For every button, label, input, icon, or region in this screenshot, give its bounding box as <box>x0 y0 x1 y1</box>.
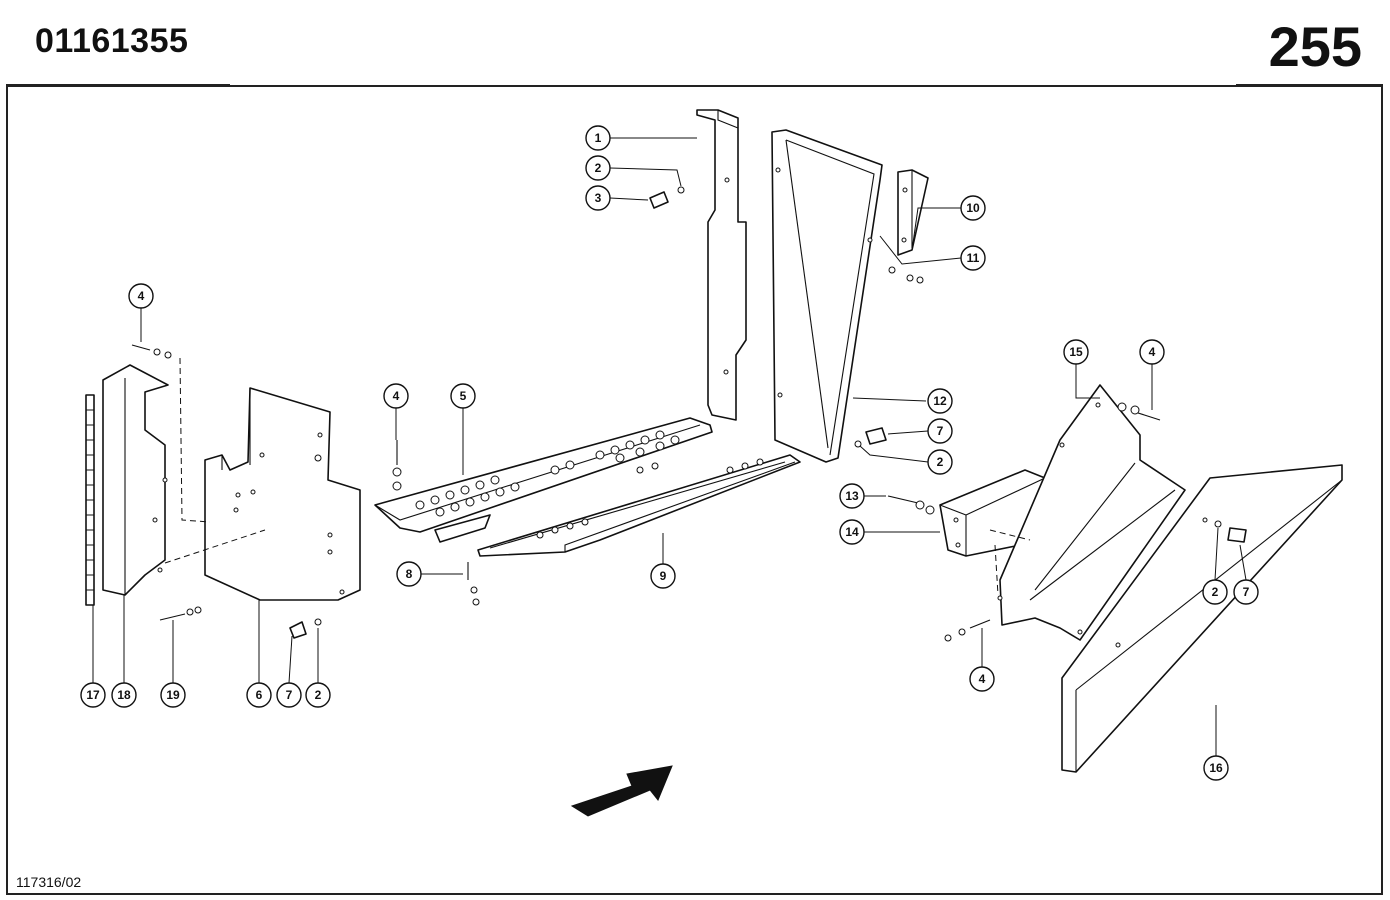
callout-7: 7 <box>927 418 953 444</box>
callout-14: 14 <box>839 519 865 545</box>
fasteners <box>131 186 1247 642</box>
callout-19: 19 <box>160 682 186 708</box>
svg-text:4: 4 <box>979 672 986 686</box>
plate-5-holes <box>415 430 680 517</box>
svg-text:4: 4 <box>1149 345 1156 359</box>
callout-11: 11 <box>960 245 986 271</box>
svg-text:13: 13 <box>845 489 859 503</box>
page-number: 255 <box>1268 15 1362 78</box>
svg-text:2: 2 <box>937 455 944 469</box>
part-1-upright-bracket <box>696 109 747 421</box>
callout-16: 16 <box>1203 755 1229 781</box>
svg-text:12: 12 <box>933 394 947 408</box>
part-17-edge-strip <box>85 394 95 606</box>
callout-7: 7 <box>1233 579 1259 605</box>
callout-6: 6 <box>246 682 272 708</box>
svg-text:19: 19 <box>166 688 180 702</box>
callouts: 1 2 3 10 11 4 4 5 12 7 2 15 4 13 14 8 9 … <box>80 125 1259 781</box>
callout-3: 3 <box>585 185 611 211</box>
svg-text:14: 14 <box>845 525 859 539</box>
svg-text:17: 17 <box>86 688 100 702</box>
callout-12: 12 <box>927 388 953 414</box>
svg-text:8: 8 <box>406 567 413 581</box>
svg-text:1: 1 <box>595 131 602 145</box>
callout-17: 17 <box>80 682 106 708</box>
callout-13: 13 <box>839 483 865 509</box>
callout-15: 15 <box>1063 339 1089 365</box>
svg-text:11: 11 <box>967 251 980 265</box>
part-12-side-panel <box>771 129 883 463</box>
callout-4: 4 <box>1139 339 1165 365</box>
svg-text:15: 15 <box>1069 345 1083 359</box>
assembly-centerlines <box>164 357 266 564</box>
leader-lines <box>92 137 1247 756</box>
callout-10: 10 <box>960 195 986 221</box>
tray-9-holes <box>536 458 764 539</box>
part-6-cover-plate <box>204 387 361 601</box>
svg-text:4: 4 <box>393 389 400 403</box>
svg-text:2: 2 <box>1212 585 1219 599</box>
part-5-perforated-plate <box>374 417 713 543</box>
svg-text:7: 7 <box>286 688 293 702</box>
callout-2: 2 <box>927 449 953 475</box>
svg-text:9: 9 <box>660 569 667 583</box>
callout-4: 4 <box>969 666 995 692</box>
drawing-frame <box>6 85 1383 895</box>
callout-9: 9 <box>650 563 676 589</box>
svg-text:6: 6 <box>256 688 263 702</box>
callout-8: 8 <box>396 561 422 587</box>
callout-2: 2 <box>305 682 331 708</box>
callout-7: 7 <box>276 682 302 708</box>
part-10-angle-bracket <box>897 169 929 256</box>
svg-text:2: 2 <box>315 688 322 702</box>
svg-text:5: 5 <box>460 389 467 403</box>
drawing-reference: 117316/02 <box>16 874 82 890</box>
callout-1: 1 <box>585 125 611 151</box>
svg-text:18: 18 <box>117 688 131 702</box>
svg-text:16: 16 <box>1209 761 1223 775</box>
part-15-angled-panel <box>989 384 1186 641</box>
document-number: 01161355 <box>35 22 189 60</box>
svg-text:2: 2 <box>595 161 602 175</box>
callout-5: 5 <box>450 383 476 409</box>
svg-text:7: 7 <box>937 424 944 438</box>
callout-2: 2 <box>1202 579 1228 605</box>
part-18-vertical-profile <box>102 364 169 596</box>
callout-4: 4 <box>383 383 409 409</box>
part-9-lower-tray <box>477 454 801 557</box>
callout-4: 4 <box>128 283 154 309</box>
svg-text:7: 7 <box>1243 585 1250 599</box>
callout-18: 18 <box>111 682 137 708</box>
svg-text:3: 3 <box>595 191 602 205</box>
callout-2: 2 <box>585 155 611 181</box>
part-16-flat-panel <box>1061 464 1343 773</box>
svg-text:10: 10 <box>966 201 980 215</box>
svg-text:4: 4 <box>138 289 145 303</box>
direction-arrow <box>570 765 673 817</box>
